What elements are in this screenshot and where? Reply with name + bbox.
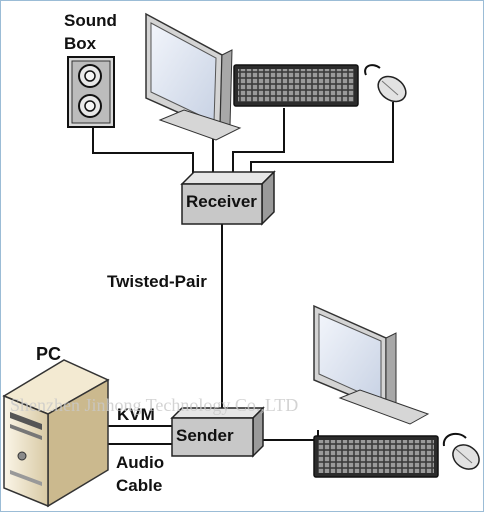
mouse-icon (442, 432, 480, 470)
sound-box-icon (67, 56, 115, 128)
keyboard-cable (232, 108, 285, 174)
pc-label: PC (36, 344, 62, 364)
sound-box-label-line1: Sound (64, 11, 117, 30)
top-cables (92, 102, 394, 416)
twisted-pair-label: Twisted-Pair (107, 272, 207, 291)
monitor-icon (313, 304, 430, 425)
keyboard-icon (313, 435, 439, 478)
pc-tower-icon (2, 359, 110, 508)
audio-label-line2: Cable (116, 476, 163, 495)
sender-box (170, 406, 265, 458)
sound-box-label-line2: Box (64, 34, 97, 53)
audio-label-line1: Audio (116, 453, 165, 472)
keyboard-icon (233, 64, 359, 107)
sender-peripheral-cable (263, 430, 319, 441)
monitor-icon (145, 12, 242, 141)
kvm-label: KVM (117, 405, 155, 424)
sound-box-cable (92, 123, 194, 174)
watermark: Shenzhen Jinhong Technology Co.,LTD (10, 395, 299, 415)
mouse-icon (364, 64, 407, 103)
sender-label: Sender (176, 426, 234, 445)
mouse-cable (250, 102, 394, 174)
receiver-box (180, 170, 276, 226)
receiver-label: Receiver (186, 192, 257, 211)
